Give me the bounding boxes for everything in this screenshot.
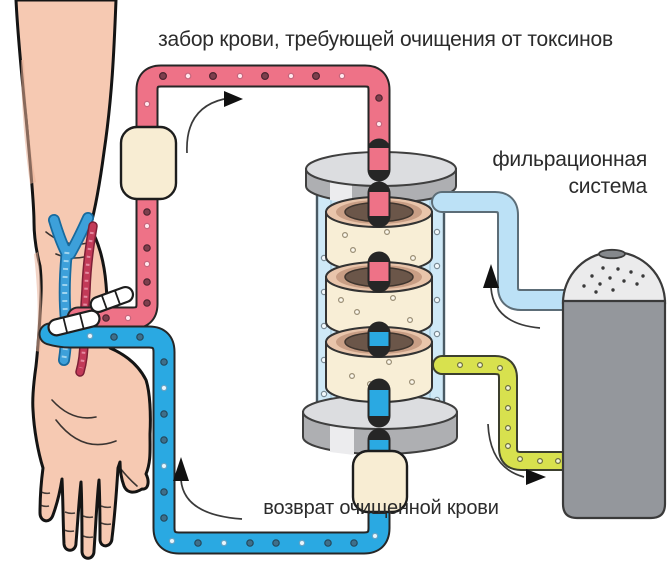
- label-filtration-system: фильрационная система: [460, 146, 647, 200]
- patient-arm: [14, 0, 152, 560]
- blood-return-tube: [38, 322, 391, 555]
- flow-arrow-up-dialysate: [483, 264, 541, 329]
- finger-creases: [39, 491, 112, 539]
- canister-opening: [598, 248, 626, 260]
- blood-out-tube-dots: [102, 71, 383, 322]
- filter-disc-2: [325, 261, 433, 338]
- arterial-catheter: [89, 285, 135, 314]
- canister-specks: [582, 266, 645, 294]
- canister-body: [561, 299, 667, 520]
- venous-catheter: [47, 309, 101, 337]
- flow-arrow-right-waste: [487, 423, 546, 485]
- palm-crease-2: [51, 399, 97, 419]
- filtration-canister: [561, 248, 667, 520]
- dialysate-used-tube: [432, 355, 582, 471]
- filter-disc-3: [325, 326, 433, 403]
- forearm-shading: [34, 252, 42, 352]
- blood-pump: [119, 125, 178, 201]
- dialysate-used-tube-dots: [457, 362, 561, 465]
- blood-out-tube: [66, 64, 391, 330]
- catheters: [47, 285, 135, 337]
- arm-shading: [21, 60, 36, 184]
- dialysate-clean-tube: [431, 191, 583, 311]
- label-blood-return: возврат очищенной крови: [263, 497, 499, 519]
- label-blood-intake: забор крови, требующей очищения от токси…: [158, 28, 613, 51]
- blood-return-tube-dots: [86, 332, 379, 547]
- label-filtration-line1: фильрационная: [492, 148, 647, 171]
- flow-arrow-up-return: [173, 457, 243, 520]
- thumb-crease: [119, 467, 138, 487]
- label-filtration-line2: система: [568, 175, 647, 198]
- flow-arrows: [173, 91, 546, 520]
- return-pump: [351, 449, 409, 514]
- dialyzer: [302, 138, 458, 514]
- flow-arrow-top-right: [186, 91, 243, 154]
- palm-crease-1: [55, 419, 117, 446]
- canister-dome: [561, 250, 667, 305]
